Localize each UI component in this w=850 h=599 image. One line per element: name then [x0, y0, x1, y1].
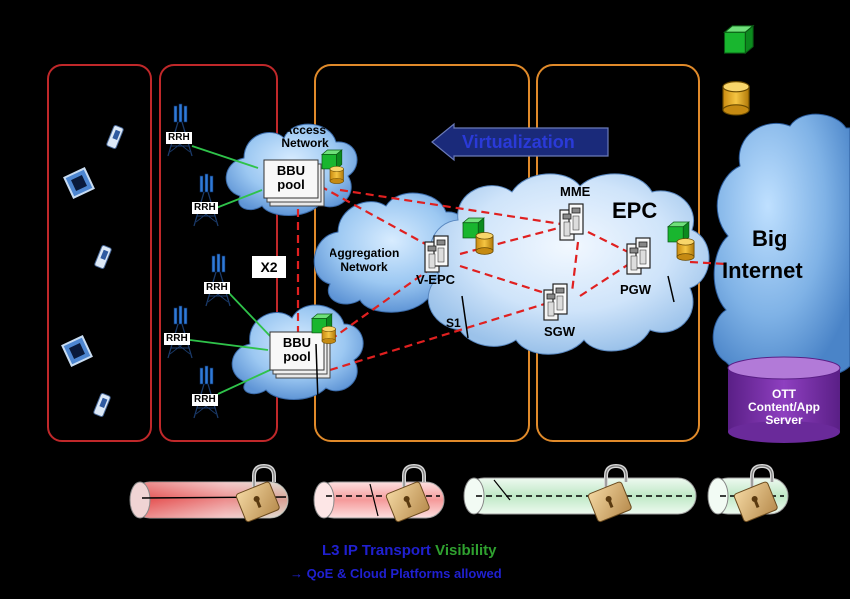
ott-label-line-1: OTT: [772, 387, 796, 401]
mobile-phone-icon: [93, 393, 111, 417]
access-network-label: Access Network: [281, 123, 329, 150]
bbu-pool-top: [263, 159, 325, 207]
yellow-cylinder-icon: [329, 166, 344, 184]
ott-server: [727, 356, 841, 443]
yellow-cylinder-icon: [321, 326, 336, 344]
mobile-phone-icon: [94, 245, 112, 269]
big-label: Big: [752, 226, 788, 251]
epc-cloud: [427, 173, 710, 355]
virtualization-label: Virtualization: [462, 132, 575, 152]
pgw-label: PGW: [620, 282, 652, 297]
backhaul-links: [296, 185, 727, 372]
bbu-pool-bottom-label: BBU pool: [282, 335, 312, 364]
virtualization-arrow: [431, 122, 609, 162]
mme-label: MME: [560, 184, 591, 199]
s1-marker-line: [461, 295, 469, 339]
caption-qoe: QoE & Cloud Platforms allowed: [306, 566, 502, 581]
caption-line-2: → QoE & Cloud Platforms allowed: [290, 566, 502, 581]
fronthaul-links: [189, 145, 271, 395]
arrow-right-icon: →: [290, 566, 303, 581]
rrh-label: RRH: [166, 132, 192, 144]
bbu-pool-top-label: BBU pool: [276, 163, 306, 192]
devices-panel: [47, 64, 152, 442]
epc-label: EPC: [612, 198, 658, 223]
bbu-pool-bottom: [269, 331, 331, 379]
v-epc-label: V-EPC: [416, 272, 456, 287]
antenna-tower-icon: [167, 305, 193, 359]
caption-line-1: L3 IP Transport Visibility: [322, 542, 497, 559]
ott-label-line-3: Server: [765, 413, 803, 427]
yellow-cylinder-icon: [475, 232, 494, 255]
x2-label: X2: [252, 256, 286, 278]
transport-pipe-core: [463, 477, 697, 515]
antenna-tower-icon: [167, 103, 193, 157]
rrh-label: RRH: [164, 333, 190, 345]
caption-transport: L3 IP Transport: [322, 542, 431, 559]
rrh-label: RRH: [192, 394, 218, 406]
antenna-tower-icon: [193, 173, 219, 227]
internet-label: Internet: [722, 258, 803, 283]
rrh-label: RRH: [204, 282, 230, 294]
bbu-marker-line: [315, 343, 319, 403]
tablet-icon: [63, 167, 95, 199]
tablet-icon: [61, 335, 93, 367]
aggregation-network-label: Aggregation Network: [330, 246, 400, 274]
antenna-tower-icon: [193, 365, 219, 419]
yellow-cylinder-icon: [676, 238, 695, 261]
rrh-label: RRH: [192, 202, 218, 214]
green-cube-icon: [723, 25, 754, 54]
caption-visibility: Visibility: [435, 542, 497, 559]
ran-panel: [159, 64, 278, 442]
aggregation-network-label-clip: Aggregation Network: [330, 244, 408, 284]
pgw-marker-line: [667, 275, 675, 303]
mobile-phone-icon: [106, 125, 124, 149]
yellow-cylinder-icon: [722, 81, 750, 116]
antenna-tower-icon: [205, 253, 231, 307]
green-cube-icon: [321, 149, 343, 170]
ott-label-line-2: Content/App: [748, 400, 820, 414]
s1-label: S1: [446, 316, 461, 330]
sgw-label: SGW: [544, 324, 576, 339]
